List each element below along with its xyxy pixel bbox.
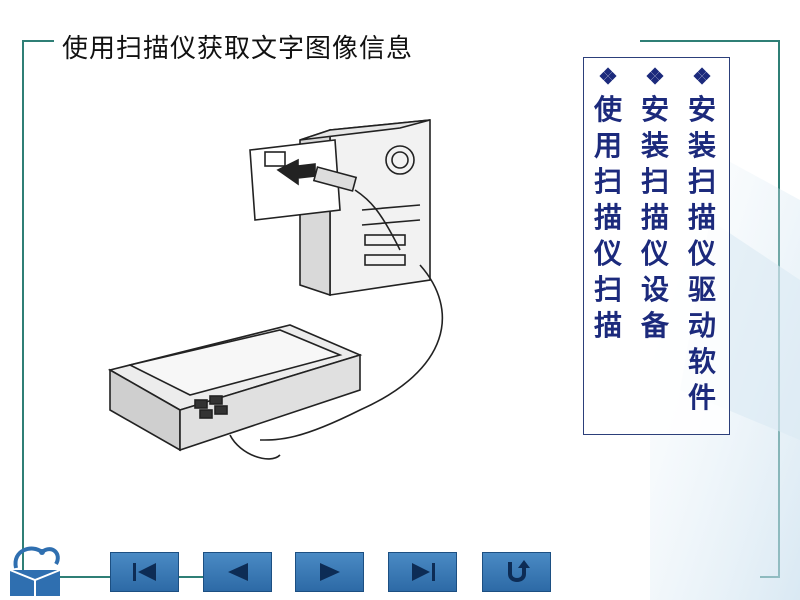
panel-char: 仪	[640, 237, 669, 270]
panel-char: 扫	[593, 165, 622, 198]
diamond-bullet-icon: ❖	[692, 64, 712, 90]
panel-char: 驱	[687, 273, 716, 306]
panel-char: 用	[593, 129, 622, 162]
panel-char: 描	[640, 201, 669, 234]
side-panel: ❖ 使 用 扫 描 仪 扫 描 ❖ 安 装 扫 描 仪 设 备 ❖ 安 装 扫 …	[583, 57, 730, 435]
previous-page-button[interactable]	[203, 552, 272, 592]
panel-char: 软	[687, 345, 716, 378]
panel-char: 安	[687, 93, 716, 126]
panel-char: 装	[687, 129, 716, 162]
triangle-left-icon	[227, 563, 248, 581]
panel-char: 扫	[687, 165, 716, 198]
skip-last-icon	[411, 563, 435, 581]
panel-char: 备	[640, 309, 669, 342]
last-page-button[interactable]	[388, 552, 457, 592]
panel-char: 设	[640, 273, 669, 306]
panel-column-use-scanner: ❖ 使 用 扫 描 仪 扫 描	[588, 62, 628, 344]
panel-char: 件	[687, 381, 716, 414]
book-dragon-logo-icon	[9, 546, 61, 596]
return-button[interactable]	[482, 552, 551, 592]
frame-bottom-mid	[178, 576, 208, 578]
panel-column-install-device: ❖ 安 装 扫 描 仪 设 备	[635, 62, 675, 344]
panel-char: 描	[593, 201, 622, 234]
panel-char: 动	[687, 309, 716, 342]
panel-char: 描	[687, 201, 716, 234]
frame-left	[22, 40, 24, 578]
next-page-button[interactable]	[295, 552, 364, 592]
panel-char: 描	[593, 309, 622, 342]
diamond-bullet-icon: ❖	[645, 64, 665, 90]
panel-column-install-driver: ❖ 安 装 扫 描 仪 驱 动 软 件	[682, 62, 722, 416]
u-turn-icon	[507, 560, 530, 582]
skip-first-icon	[132, 563, 156, 581]
diamond-bullet-icon: ❖	[598, 64, 618, 90]
frame-bottom-left	[22, 576, 112, 578]
frame-top-left	[22, 40, 54, 42]
panel-char: 扫	[593, 273, 622, 306]
panel-char: 安	[640, 93, 669, 126]
triangle-right-icon	[319, 563, 340, 581]
page-title: 使用扫描仪获取文字图像信息	[62, 34, 414, 64]
panel-char: 使	[593, 93, 622, 126]
panel-char: 扫	[640, 165, 669, 198]
panel-char: 仪	[593, 237, 622, 270]
scanner-usb-illustration	[107, 119, 444, 460]
first-page-button[interactable]	[110, 552, 179, 592]
panel-char: 仪	[687, 237, 716, 270]
panel-char: 装	[640, 129, 669, 162]
frame-top-right	[640, 40, 780, 42]
